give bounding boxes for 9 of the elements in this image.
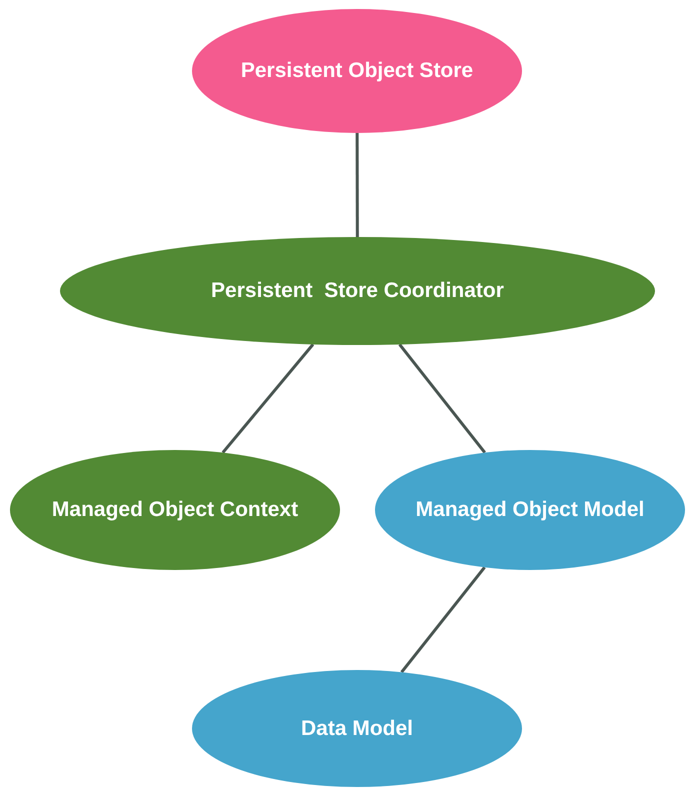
node-label: Data Model: [300, 716, 414, 742]
connector-line: [222, 343, 314, 454]
node-label: Managed Object Context: [50, 497, 300, 524]
connector-line: [356, 133, 359, 237]
node-label: Persistent Object Store: [240, 58, 474, 84]
node-label: Persistent Store Coordinator: [210, 278, 505, 304]
connector-line: [400, 566, 486, 674]
node-label: Managed Object Model: [414, 497, 646, 524]
connector-line: [398, 344, 486, 454]
